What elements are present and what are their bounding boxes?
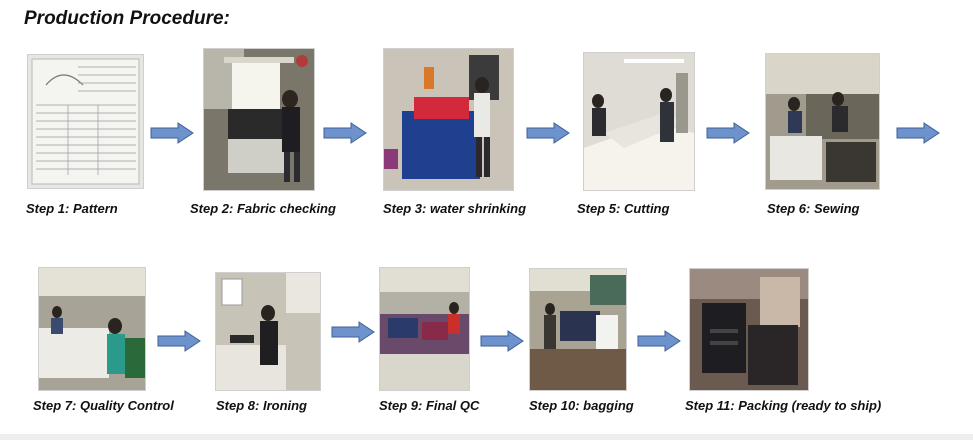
arrow-right-icon xyxy=(150,122,194,144)
step-3-photo xyxy=(383,48,514,191)
step-6-caption: Step 6: Sewing xyxy=(767,201,860,216)
step-9-photo xyxy=(379,267,470,391)
step-8-photo xyxy=(215,272,321,391)
arrow-right-icon xyxy=(331,321,375,343)
step-6-photo xyxy=(765,53,880,190)
step-1-photo xyxy=(27,54,144,189)
step-11-caption: Step 11: Packing (ready to ship) xyxy=(685,398,882,413)
arrow-right-icon xyxy=(706,122,750,144)
step-1-caption: Step 1: Pattern xyxy=(26,201,118,216)
arrow-right-icon xyxy=(323,122,367,144)
step-8-caption: Step 8: Ironing xyxy=(216,398,307,413)
step-10-caption: Step 10: bagging xyxy=(529,398,634,413)
step-5-photo xyxy=(583,52,695,191)
step-11-photo xyxy=(689,268,809,391)
step-7-photo xyxy=(38,267,146,391)
arrow-right-icon xyxy=(157,330,201,352)
step-7-caption: Step 7: Quality Control xyxy=(33,398,174,413)
step-5-caption: Step 5: Cutting xyxy=(577,201,670,216)
step-9-caption: Step 9: Final QC xyxy=(379,398,480,413)
arrow-right-icon xyxy=(480,330,524,352)
step-2-photo xyxy=(203,48,315,191)
bottom-bar xyxy=(0,434,973,440)
arrow-right-icon xyxy=(526,122,570,144)
step-10-photo xyxy=(529,268,627,391)
arrow-right-icon xyxy=(896,122,940,144)
arrow-right-icon xyxy=(637,330,681,352)
step-3-caption: Step 3: water shrinking xyxy=(383,201,527,216)
step-2-caption: Step 2: Fabric checking xyxy=(190,201,336,216)
page-title: Production Procedure: xyxy=(24,8,230,29)
